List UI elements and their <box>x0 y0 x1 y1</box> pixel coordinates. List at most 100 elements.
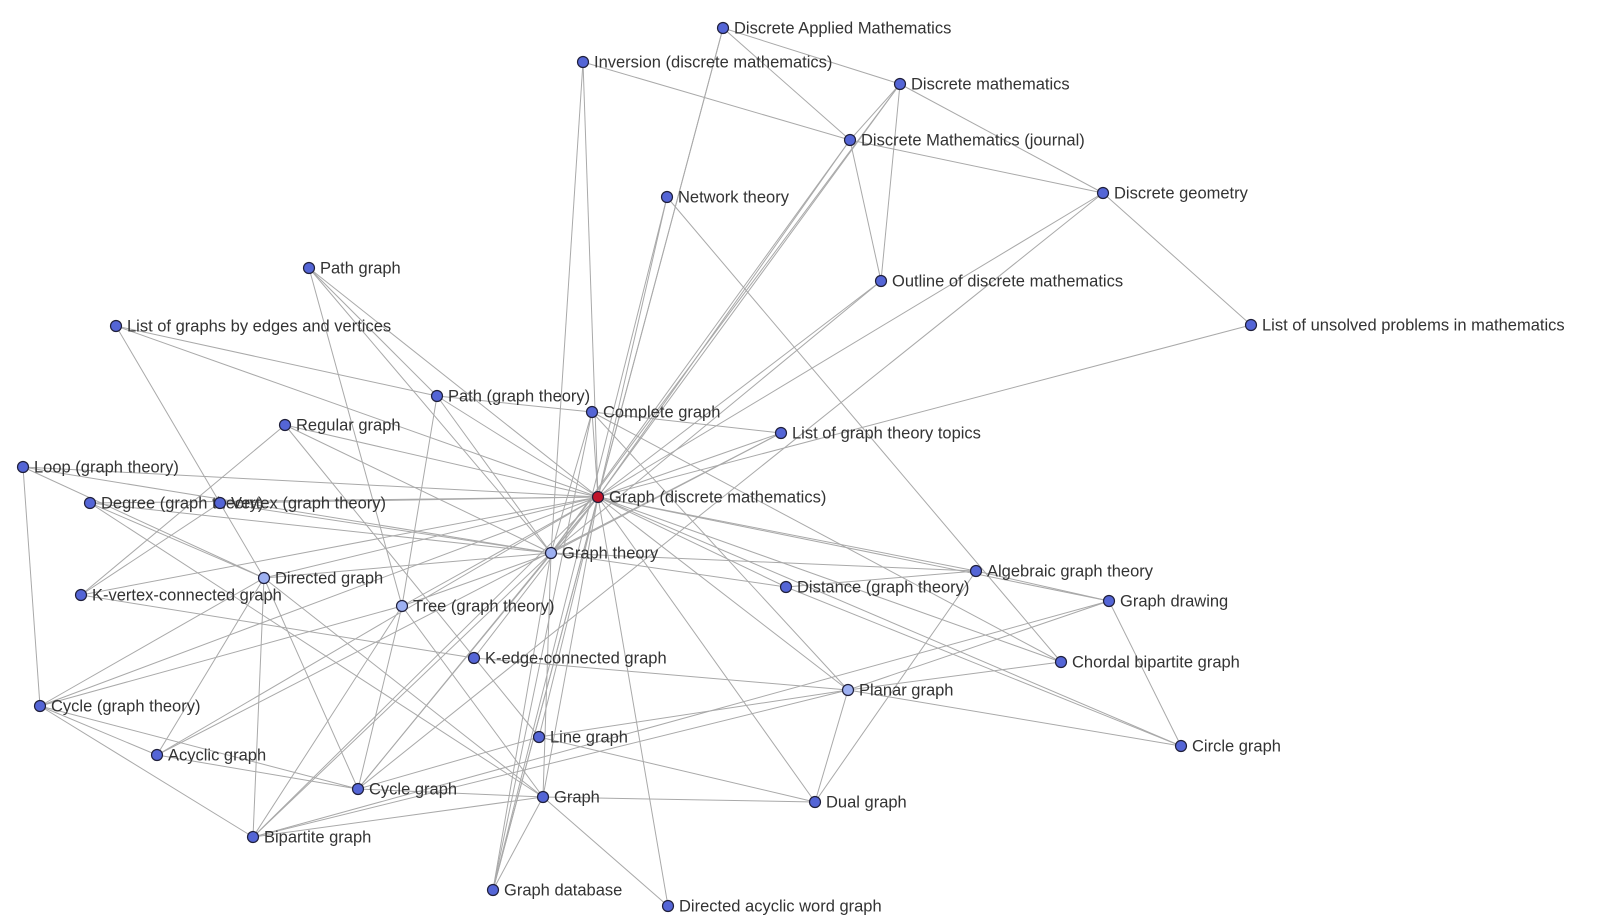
node-dot-list-of-graph-theory-topics[interactable] <box>774 426 788 440</box>
node-label-distance-graph-theory[interactable]: Distance (graph theory) <box>797 578 969 596</box>
node-dot-graph-dm[interactable] <box>591 490 605 504</box>
node-dot-cycle-graph-theory[interactable] <box>33 699 47 713</box>
node-dot-complete-graph[interactable] <box>585 405 599 419</box>
node-label-network-theory[interactable]: Network theory <box>678 188 790 206</box>
node-dot-cycle-graph[interactable] <box>351 782 365 796</box>
node-label-cycle-graph[interactable]: Cycle graph <box>369 780 457 798</box>
node-label-bipartite-graph[interactable]: Bipartite graph <box>264 828 371 846</box>
node-bipartite-graph[interactable]: Bipartite graph <box>246 828 372 846</box>
node-label-list-of-unsolved-problems[interactable]: List of unsolved problems in mathematics <box>1262 316 1565 334</box>
node-loop-graph-theory[interactable]: Loop (graph theory) <box>16 458 179 476</box>
node-label-graph-database[interactable]: Graph database <box>504 881 622 899</box>
node-discrete-geometry[interactable]: Discrete geometry <box>1096 184 1249 202</box>
node-dot-vertex-graph-theory[interactable] <box>213 496 227 510</box>
node-graph-theory[interactable]: Graph theory <box>544 544 660 562</box>
node-dot-loop-graph-theory[interactable] <box>16 460 30 474</box>
node-graph-dm[interactable]: Graph (discrete mathematics) <box>591 488 827 506</box>
node-chordal-bipartite-graph[interactable]: Chordal bipartite graph <box>1054 653 1240 671</box>
node-label-k-vertex-connected-graph[interactable]: K-vertex-connected graph <box>92 586 282 604</box>
node-dot-acyclic-graph[interactable] <box>150 748 164 762</box>
node-algebraic-graph-theory[interactable]: Algebraic graph theory <box>969 562 1154 580</box>
node-dot-tree-graph-theory[interactable] <box>395 599 409 613</box>
node-acyclic-graph[interactable]: Acyclic graph <box>150 746 267 764</box>
node-dot-inversion-dm[interactable] <box>576 55 590 69</box>
node-dot-bipartite-graph[interactable] <box>246 830 260 844</box>
node-label-inversion-dm[interactable]: Inversion (discrete mathematics) <box>594 53 832 71</box>
node-list-of-unsolved-problems[interactable]: List of unsolved problems in mathematics <box>1244 316 1565 334</box>
node-dot-discrete-mathematics[interactable] <box>893 77 907 91</box>
node-label-list-of-graphs-by-edges[interactable]: List of graphs by edges and vertices <box>127 317 391 335</box>
node-dot-discrete-mathematics-journal[interactable] <box>843 133 857 147</box>
node-list-of-graphs-by-edges[interactable]: List of graphs by edges and vertices <box>109 317 392 335</box>
node-dot-graph-database[interactable] <box>486 883 500 897</box>
node-label-planar-graph[interactable]: Planar graph <box>859 681 953 699</box>
node-dot-path-graph-theory[interactable] <box>430 389 444 403</box>
node-label-graph[interactable]: Graph <box>554 788 600 806</box>
node-label-discrete-mathematics[interactable]: Discrete mathematics <box>911 75 1070 93</box>
node-dot-algebraic-graph-theory[interactable] <box>969 564 983 578</box>
node-circle-graph[interactable]: Circle graph <box>1174 737 1281 755</box>
node-dot-k-edge-connected-graph[interactable] <box>467 651 481 665</box>
node-path-graph-theory[interactable]: Path (graph theory) <box>430 387 591 405</box>
node-dual-graph[interactable]: Dual graph <box>808 793 907 811</box>
node-dot-line-graph[interactable] <box>532 730 546 744</box>
node-regular-graph[interactable]: Regular graph <box>278 416 401 434</box>
node-dot-graph-theory[interactable] <box>544 546 558 560</box>
node-dot-outline-of-discrete-mathematics[interactable] <box>874 274 888 288</box>
node-cycle-graph-theory[interactable]: Cycle (graph theory) <box>33 697 201 715</box>
node-inversion-dm[interactable]: Inversion (discrete mathematics) <box>576 53 833 71</box>
node-dot-planar-graph[interactable] <box>841 683 855 697</box>
node-directed-graph[interactable]: Directed graph <box>257 569 384 587</box>
node-dot-list-of-graphs-by-edges[interactable] <box>109 319 123 333</box>
node-label-vertex-graph-theory[interactable]: Vertex (graph theory) <box>231 494 386 512</box>
node-label-acyclic-graph[interactable]: Acyclic graph <box>168 746 266 764</box>
node-dot-distance-graph-theory[interactable] <box>779 580 793 594</box>
node-label-discrete-geometry[interactable]: Discrete geometry <box>1114 184 1249 202</box>
node-dot-list-of-unsolved-problems[interactable] <box>1244 318 1258 332</box>
node-label-directed-graph[interactable]: Directed graph <box>275 569 383 587</box>
node-list-of-graph-theory-topics[interactable]: List of graph theory topics <box>774 424 981 442</box>
node-cycle-graph[interactable]: Cycle graph <box>351 780 458 798</box>
node-graph[interactable]: Graph <box>536 788 600 806</box>
node-path-graph[interactable]: Path graph <box>302 259 401 277</box>
node-label-path-graph-theory[interactable]: Path (graph theory) <box>448 387 590 405</box>
node-dot-k-vertex-connected-graph[interactable] <box>74 588 88 602</box>
node-k-edge-connected-graph[interactable]: K-edge-connected graph <box>467 649 667 667</box>
node-label-graph-theory[interactable]: Graph theory <box>562 544 659 562</box>
node-planar-graph[interactable]: Planar graph <box>841 681 954 699</box>
node-vertex-graph-theory[interactable]: Vertex (graph theory) <box>213 494 387 512</box>
node-directed-acyclic-word-graph[interactable]: Directed acyclic word graph <box>661 897 882 915</box>
node-label-cycle-graph-theory[interactable]: Cycle (graph theory) <box>51 697 200 715</box>
node-label-algebraic-graph-theory[interactable]: Algebraic graph theory <box>987 562 1154 580</box>
node-label-loop-graph-theory[interactable]: Loop (graph theory) <box>34 458 179 476</box>
node-label-circle-graph[interactable]: Circle graph <box>1192 737 1281 755</box>
node-label-graph-drawing[interactable]: Graph drawing <box>1120 592 1228 610</box>
node-label-discrete-mathematics-journal[interactable]: Discrete Mathematics (journal) <box>861 131 1085 149</box>
node-dot-dual-graph[interactable] <box>808 795 822 809</box>
node-dot-graph[interactable] <box>536 790 550 804</box>
node-network-theory[interactable]: Network theory <box>660 188 790 206</box>
node-distance-graph-theory[interactable]: Distance (graph theory) <box>779 578 970 596</box>
node-label-outline-of-discrete-mathematics[interactable]: Outline of discrete mathematics <box>892 272 1123 290</box>
node-dot-chordal-bipartite-graph[interactable] <box>1054 655 1068 669</box>
node-label-discrete-applied-mathematics[interactable]: Discrete Applied Mathematics <box>734 19 951 37</box>
node-graph-drawing[interactable]: Graph drawing <box>1102 592 1229 610</box>
node-complete-graph[interactable]: Complete graph <box>585 403 721 421</box>
node-dot-network-theory[interactable] <box>660 190 674 204</box>
node-discrete-applied-mathematics[interactable]: Discrete Applied Mathematics <box>716 19 952 37</box>
node-label-dual-graph[interactable]: Dual graph <box>826 793 907 811</box>
node-label-line-graph[interactable]: Line graph <box>550 728 628 746</box>
node-tree-graph-theory[interactable]: Tree (graph theory) <box>395 597 555 615</box>
node-label-list-of-graph-theory-topics[interactable]: List of graph theory topics <box>792 424 981 442</box>
node-dot-regular-graph[interactable] <box>278 418 292 432</box>
node-dot-directed-graph[interactable] <box>257 571 271 585</box>
node-dot-directed-acyclic-word-graph[interactable] <box>661 899 675 913</box>
node-dot-path-graph[interactable] <box>302 261 316 275</box>
node-discrete-mathematics-journal[interactable]: Discrete Mathematics (journal) <box>843 131 1085 149</box>
node-outline-of-discrete-mathematics[interactable]: Outline of discrete mathematics <box>874 272 1124 290</box>
node-dot-discrete-applied-mathematics[interactable] <box>716 21 730 35</box>
node-dot-circle-graph[interactable] <box>1174 739 1188 753</box>
node-label-complete-graph[interactable]: Complete graph <box>603 403 720 421</box>
node-label-regular-graph[interactable]: Regular graph <box>296 416 401 434</box>
node-label-tree-graph-theory[interactable]: Tree (graph theory) <box>413 597 555 615</box>
